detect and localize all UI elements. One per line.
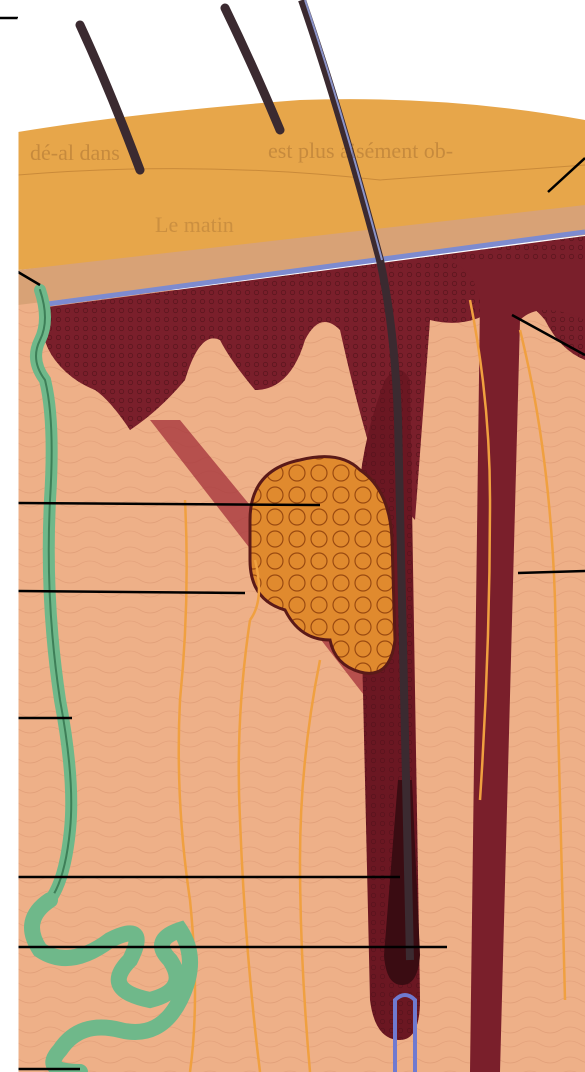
ghost-text-1: est plus aisément ob- (268, 138, 453, 164)
ghost-text-2: Le matin (155, 212, 234, 238)
ghost-text-1b: dé-al dans (30, 140, 120, 166)
